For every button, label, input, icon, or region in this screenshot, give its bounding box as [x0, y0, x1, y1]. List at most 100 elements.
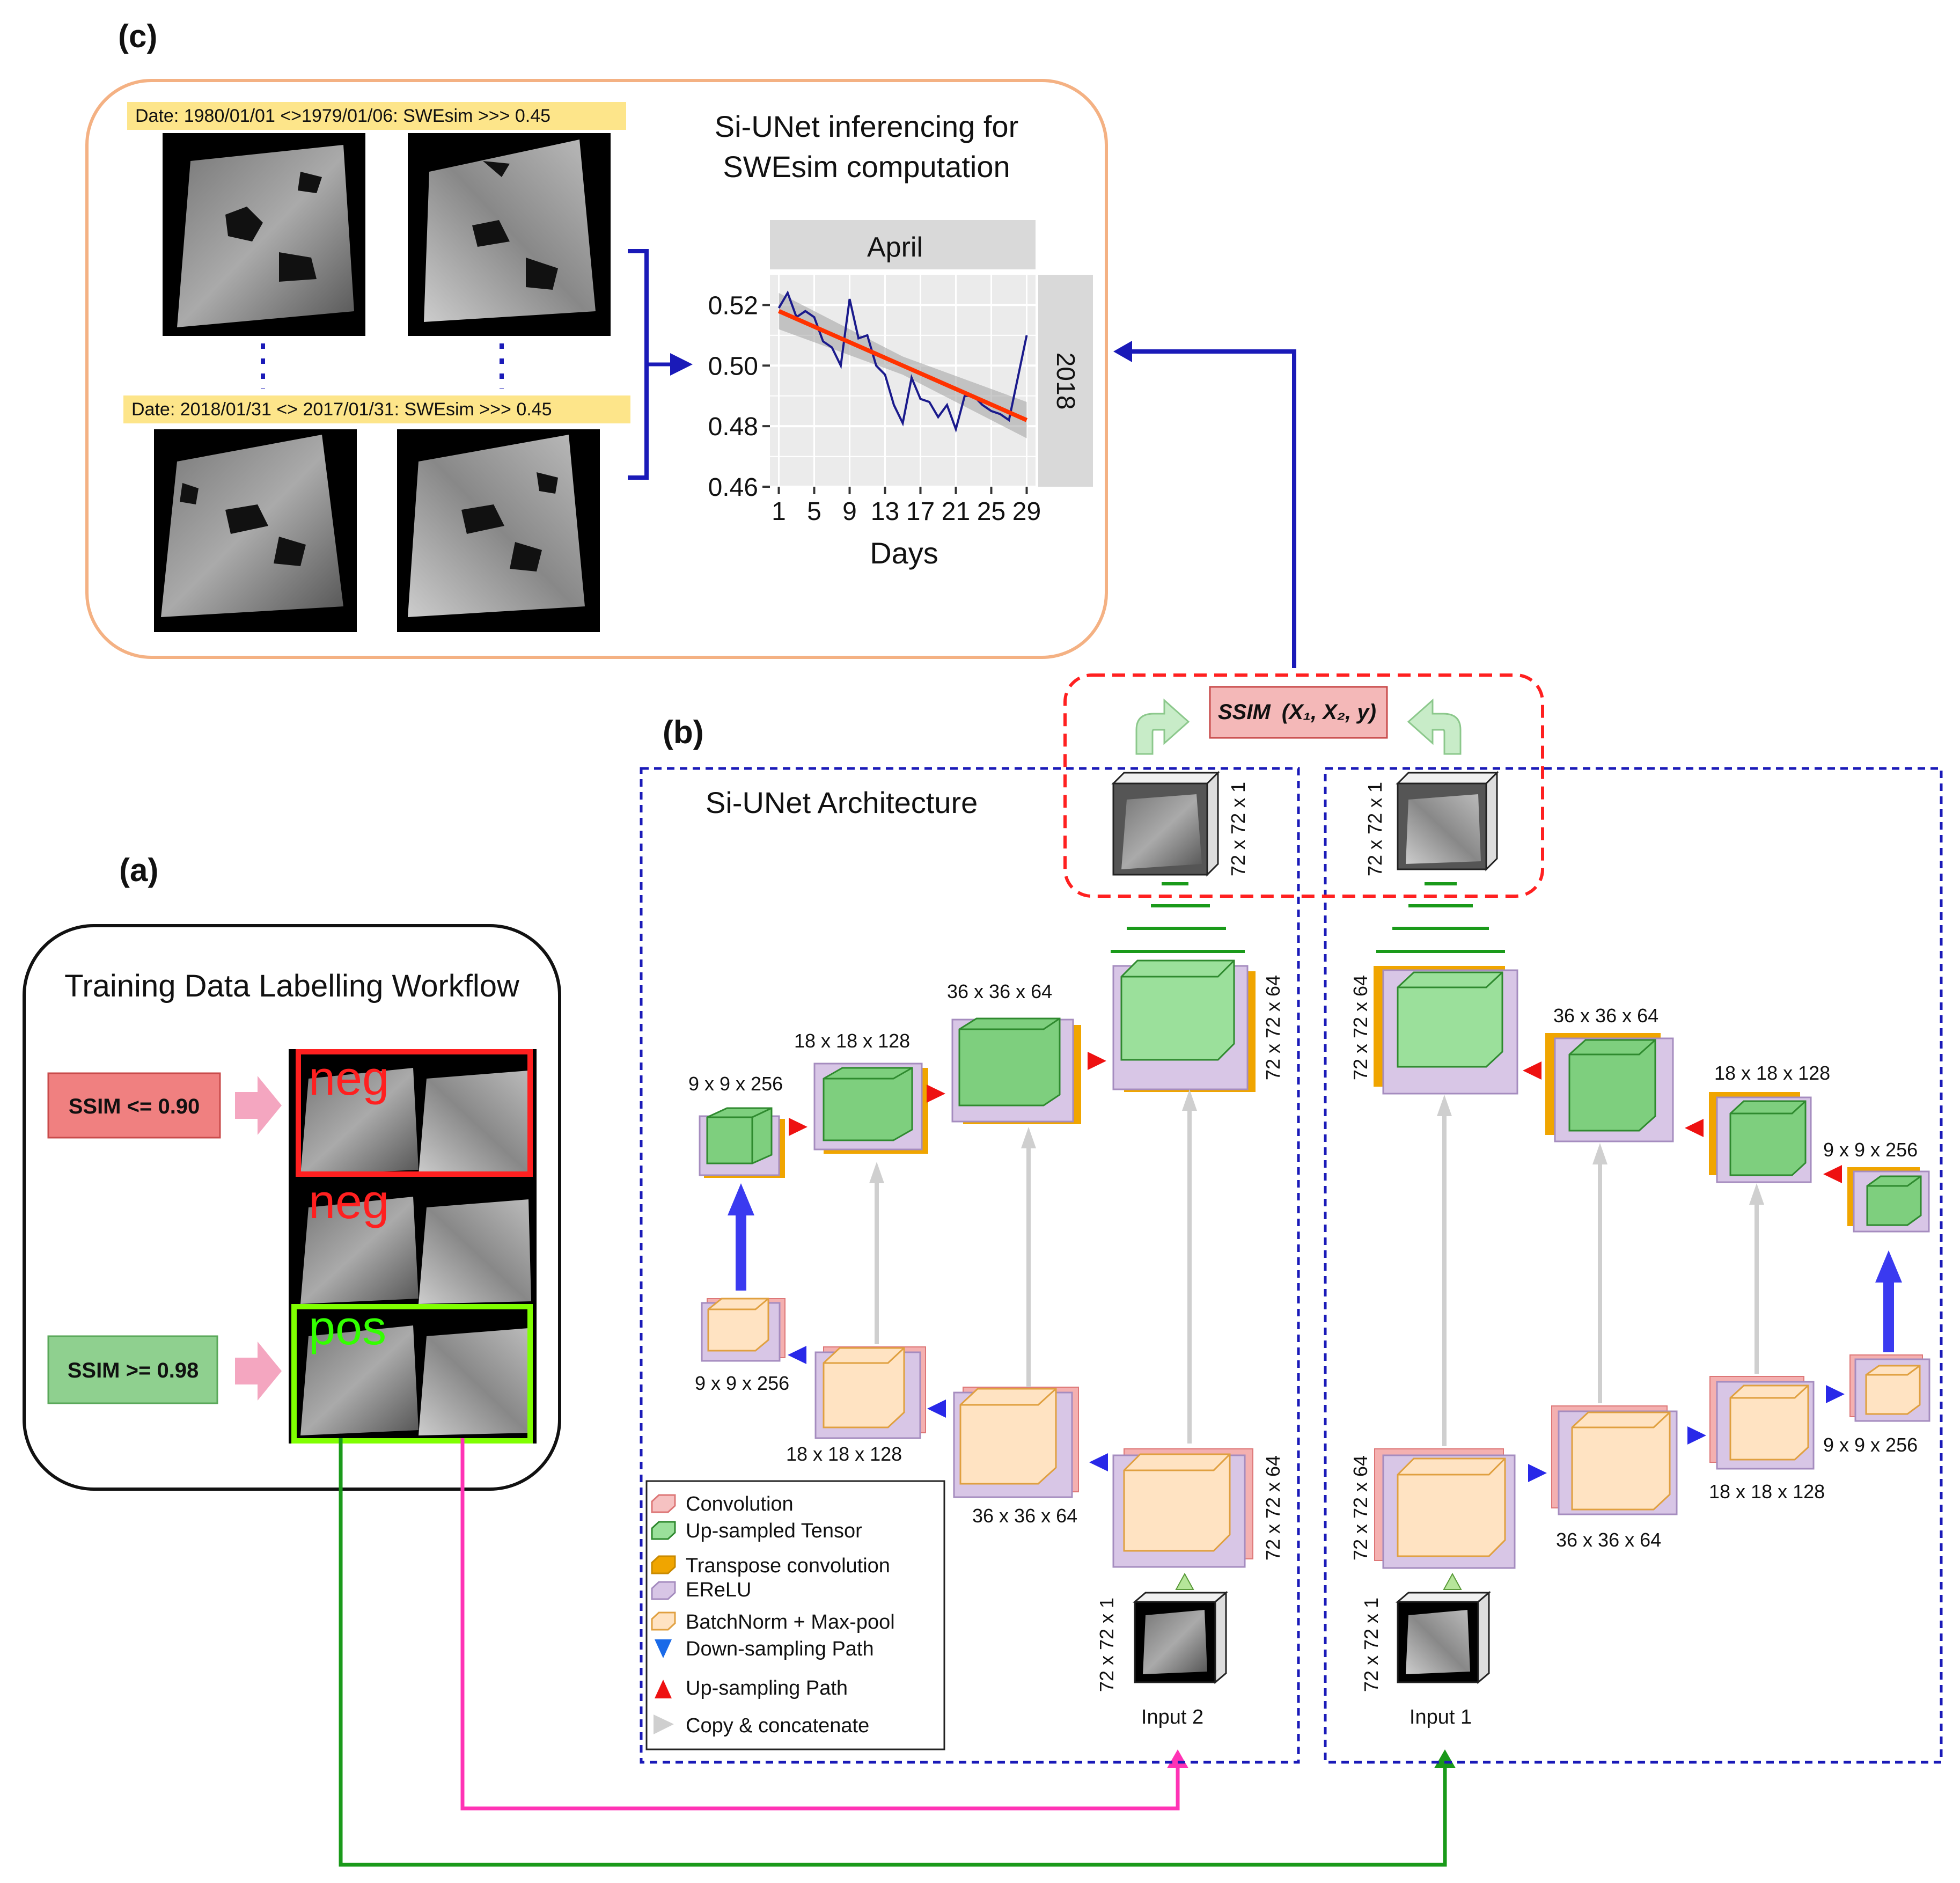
ssim-curve-arrow-left — [1135, 698, 1190, 755]
arrow-right-down-3 — [1826, 1385, 1845, 1403]
right-up-tensor-9 — [1847, 1167, 1930, 1233]
legend: Convolution Up-sampled Tensor Transpose … — [645, 1480, 945, 1750]
dim-left-72-down: 72 x 72 x 64 — [1262, 1455, 1284, 1560]
legend-item-6: Up-sampling Path — [686, 1677, 848, 1699]
ssim-box — [1209, 686, 1388, 739]
input-1-label: Input 1 — [1410, 1706, 1472, 1728]
output-tensor-left — [1111, 771, 1220, 877]
series-lines — [777, 290, 1028, 433]
plot-panel — [770, 275, 1036, 487]
series-line-1 — [777, 309, 1028, 422]
connector-green — [339, 1438, 1447, 1867]
legend-item-1: Up-sampled Tensor — [686, 1520, 862, 1542]
left-down-tensor-72 — [1112, 1448, 1253, 1568]
input-1-triangle — [1443, 1572, 1462, 1590]
skip-connections — [869, 1089, 1764, 1446]
left-bottleneck-arrow — [736, 1210, 746, 1291]
dim-right-18-down: 18 x 18 x 128 — [1709, 1481, 1825, 1503]
output-stack-lines-right — [1376, 882, 1505, 953]
x-tick-label: 13 — [871, 497, 899, 526]
input-2-tensor — [1132, 1591, 1229, 1684]
sat-image-top-left — [163, 133, 365, 336]
left-up-tensor-9 — [699, 1107, 785, 1178]
legend-item-0: Convolution — [686, 1493, 794, 1515]
right-down-tensor-18 — [1709, 1376, 1815, 1470]
panel-c: Date: 1980/01/01 <>1979/01/06: SWEsim >>… — [85, 79, 1108, 659]
panel-a-title: Training Data Labelling Workflow — [64, 969, 520, 1003]
panel-b: Si-UNet Architecture SSIM (X₁, X₂, y) 72… — [640, 673, 1943, 1764]
panel-c-title-2: SWEsim computation — [723, 150, 1010, 184]
date-label-2: Date: 2018/01/31 <> 2017/01/31: SWEsim >… — [131, 399, 552, 420]
arrow-right-up-1 — [1523, 1061, 1541, 1080]
dim-input-2: 72 x 72 x 1 — [1096, 1598, 1118, 1692]
sat-image-bottom-left — [154, 429, 357, 632]
dim-right-72-down: 72 x 72 x 64 — [1349, 1455, 1371, 1560]
legend-item-2: Transpose convolution — [686, 1555, 890, 1577]
connector-green-head — [1434, 1749, 1456, 1768]
left-down-tensor-36 — [953, 1387, 1079, 1498]
legend-icon-convolution — [651, 1494, 676, 1513]
pos-highlight-box — [291, 1304, 533, 1444]
dim-left-18-up: 18 x 18 x 128 — [794, 1030, 910, 1052]
labelled-image-strip: neg neg pos — [289, 1049, 537, 1444]
neg-condition-text: SSIM <= 0.90 — [69, 1095, 200, 1118]
connector-magenta — [460, 1438, 1180, 1811]
legend-icon-down — [655, 1639, 672, 1658]
neg-label-2: neg — [309, 1175, 389, 1229]
legend-icon-transpose — [651, 1555, 676, 1574]
branch-left-frame — [640, 767, 1300, 1764]
dim-right-72-up: 72 x 72 x 64 — [1349, 975, 1371, 1080]
pos-condition-box — [47, 1335, 218, 1404]
panel-c-title-1: Si-UNet inferencing for — [715, 109, 1018, 143]
right-bottleneck-arrow — [1883, 1277, 1894, 1352]
ssim-args: (X₁, X₂, y) — [1282, 700, 1376, 724]
dim-out-left: 72 x 72 x 1 — [1227, 782, 1249, 876]
arrow-right-up-2 — [1685, 1119, 1704, 1137]
series-line-0 — [777, 290, 1028, 433]
ssim-name: SSIM — [1218, 700, 1271, 724]
pos-condition-text: SSIM >= 0.98 — [68, 1359, 199, 1382]
legend-icon-up — [655, 1680, 672, 1698]
arrow-left-down-1 — [788, 1346, 806, 1364]
y-tick-label: 0.50 — [708, 352, 758, 380]
neg-label-1: neg — [309, 1052, 389, 1105]
legend-item-7: Copy & concatenate — [686, 1715, 869, 1737]
facet-right-label: 2018 — [1051, 353, 1080, 410]
y-ticks: 0.460.480.500.52 — [708, 291, 770, 502]
arrow-left-up-2 — [927, 1085, 945, 1103]
arrow-left-up-1 — [789, 1118, 808, 1136]
input-2-label: Input 2 — [1141, 1706, 1203, 1728]
left-up-tensor-72 — [1112, 959, 1256, 1092]
panel-label-b: (b) — [663, 714, 704, 750]
facet-strip-top — [770, 220, 1036, 269]
date-label-1: Date: 1980/01/01 <>1979/01/06: SWEsim >>… — [135, 106, 550, 126]
y-tick-label: 0.46 — [708, 473, 758, 502]
dim-left-9-down: 9 x 9 x 256 — [695, 1372, 789, 1394]
legend-icon-upsampled — [651, 1521, 676, 1540]
date-label-1-bg — [127, 102, 626, 130]
panel-label-c: (c) — [118, 18, 157, 54]
arrow-left-up-3 — [1088, 1052, 1106, 1070]
legend-item-5: Down-sampling Path — [686, 1638, 874, 1660]
right-up-tensor-72 — [1374, 966, 1518, 1095]
ssim-to-chart-arrowhead — [1113, 341, 1132, 362]
bracket — [628, 249, 649, 480]
dim-left-9-up: 9 x 9 x 256 — [688, 1073, 783, 1095]
neg-highlight-box — [296, 1049, 533, 1177]
legend-icon-erelu — [651, 1581, 676, 1600]
dim-left-36-up: 36 x 36 x 64 — [947, 980, 1052, 1002]
y-tick-label: 0.48 — [708, 413, 758, 441]
x-tick-label: 21 — [942, 497, 970, 526]
input-1-tensor — [1395, 1591, 1492, 1684]
ssim-frame — [1063, 673, 1544, 898]
x-tick-label: 29 — [1012, 497, 1041, 526]
ssim-to-chart-arrow — [1127, 349, 1296, 668]
right-down-tensor-9 — [1849, 1354, 1930, 1422]
right-down-tensor-72 — [1374, 1448, 1516, 1569]
left-up-tensor-36 — [951, 1017, 1081, 1124]
legend-item-3: EReLU — [686, 1579, 752, 1601]
dim-right-36-down: 36 x 36 x 64 — [1556, 1529, 1661, 1551]
panel-a-frame — [23, 924, 561, 1491]
x-tick-label: 9 — [842, 497, 857, 526]
